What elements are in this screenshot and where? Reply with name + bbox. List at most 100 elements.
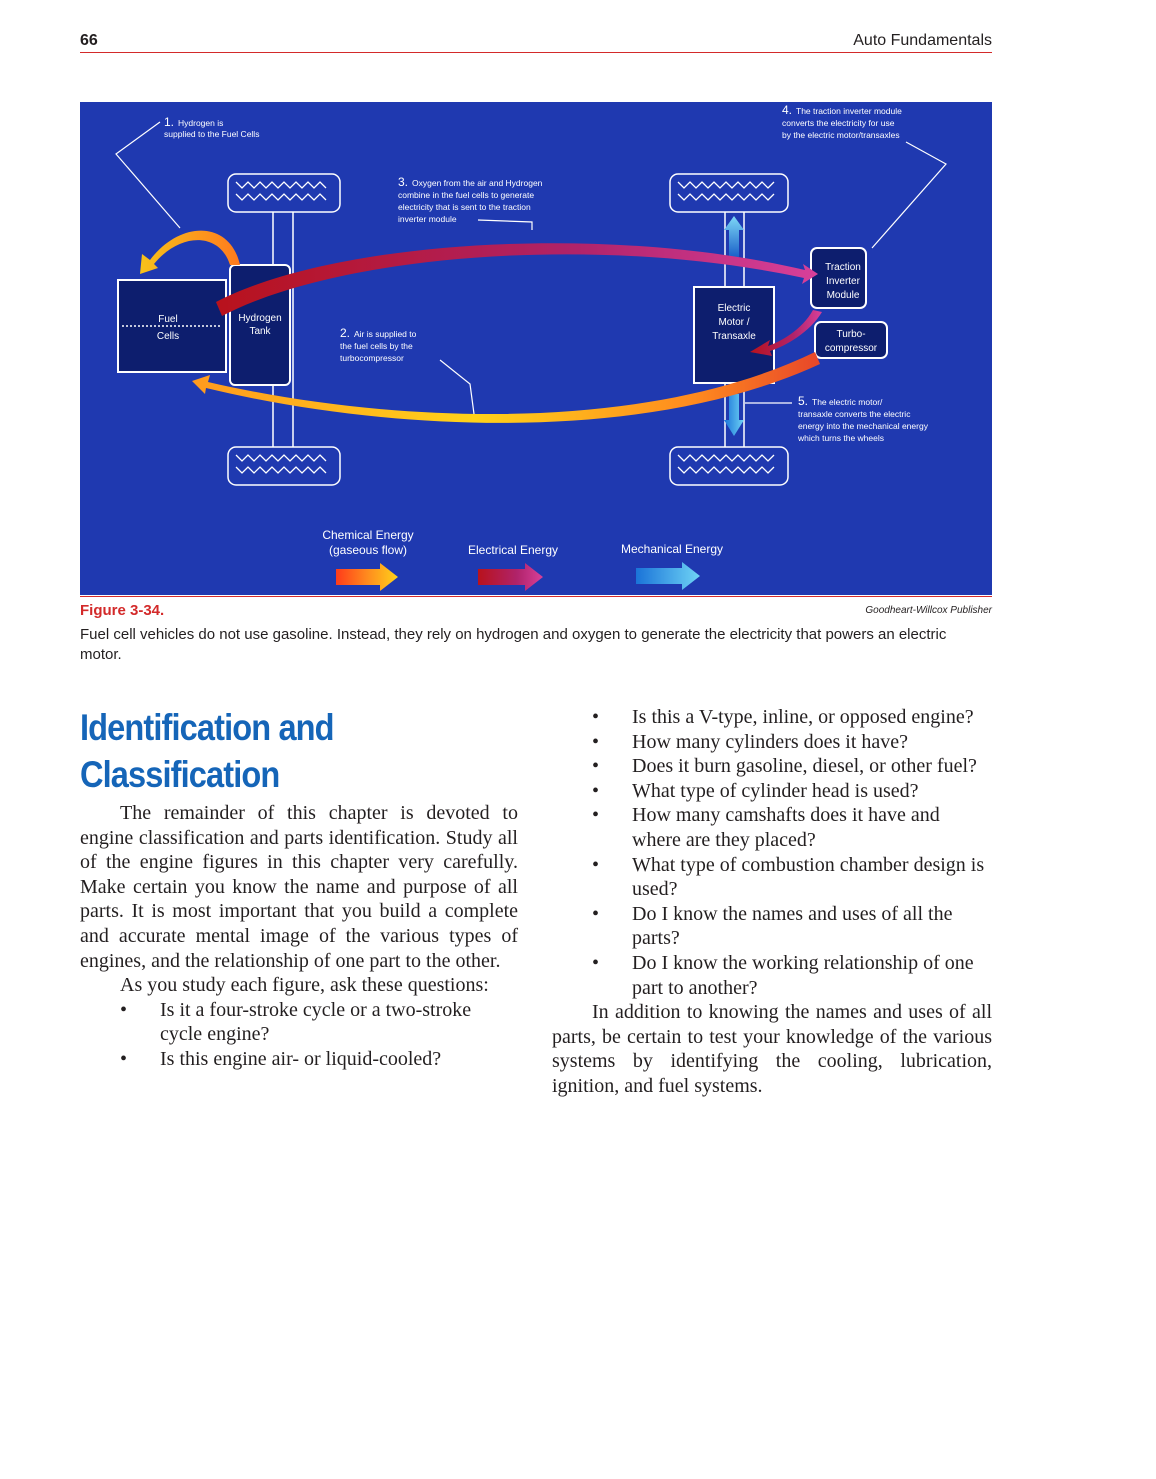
list-item: • Is this engine air- or liquid-cooled? bbox=[80, 1047, 518, 1072]
callout-2-line-1: Air is supplied to bbox=[354, 329, 417, 339]
legend-mechanical-label: Mechanical Energy bbox=[621, 542, 723, 556]
svg-text:1.: 1. bbox=[164, 115, 174, 129]
turbo-compressor-box bbox=[814, 321, 888, 359]
callout-5-line-1: The electric motor/ bbox=[812, 397, 883, 407]
callout-2-line-2: the fuel cells by the bbox=[340, 341, 413, 351]
hydrogen-tank-label-1: Hydrogen bbox=[238, 313, 281, 324]
bullet: • bbox=[592, 755, 600, 778]
electric-motor-label-2: Motor / bbox=[718, 317, 749, 328]
bullet: • bbox=[592, 951, 600, 974]
question-text: What type of cylinder head is used? bbox=[632, 779, 919, 802]
bullet: • bbox=[592, 853, 600, 876]
electric-motor-label-1: Electric bbox=[718, 303, 751, 314]
mechanical-arrow-up bbox=[724, 216, 744, 257]
callout-5: 5. The electric motor/ transaxle convert… bbox=[797, 394, 929, 443]
question-text: Does it burn gasoline, diesel, or other … bbox=[632, 755, 977, 778]
questions-list-right: • Is this a V-type, inline, or opposed en… bbox=[552, 705, 992, 1000]
questions-list-left: • Is it a four-stroke cycle or a two-stro… bbox=[80, 998, 518, 1072]
callout-4-line-2: converts the electricity for use bbox=[782, 118, 895, 128]
wheel-front-top bbox=[227, 173, 341, 213]
bullet: • bbox=[592, 804, 600, 827]
callout-5-line-4: which turns the wheels bbox=[797, 433, 884, 443]
wheel-front-bottom bbox=[227, 446, 341, 486]
hydrogen-flow-arrow bbox=[140, 230, 240, 274]
question-text: Is this engine air- or liquid-cooled? bbox=[160, 1047, 442, 1070]
list-item: • Do I know the names and uses of all the… bbox=[552, 902, 992, 951]
question-text: Do I know the names and uses of all the … bbox=[632, 902, 953, 950]
section-heading-line-1: Identification and bbox=[80, 707, 335, 748]
electric-motor-box bbox=[693, 286, 775, 384]
traction-inverter-label-1: Traction bbox=[825, 262, 861, 273]
page-header: 66 Auto Fundamentals bbox=[80, 30, 992, 53]
question-text: Is this a V-type, inline, or opposed eng… bbox=[632, 706, 974, 728]
callout-5-number: 5. bbox=[798, 394, 808, 408]
callout-3-number: 3. bbox=[398, 175, 408, 189]
callout-3-line-4: inverter module bbox=[398, 214, 457, 224]
question-text: Is it a four-stroke cycle or a two-strok… bbox=[160, 998, 472, 1046]
callout-2: 2. Air is supplied to the fuel cells by … bbox=[340, 326, 417, 363]
questions-intro: As you study each figure, ask these ques… bbox=[120, 974, 489, 997]
turbo-compressor-label-2: compressor bbox=[825, 343, 878, 354]
question-text: How many cylinders does it have? bbox=[632, 730, 909, 753]
electricity-to-motor-arrow bbox=[750, 310, 822, 356]
figure-number: Figure 3-34. bbox=[80, 602, 165, 619]
callout-4-number: 4. bbox=[782, 103, 792, 117]
list-item: • What type of cylinder head is used? bbox=[552, 779, 992, 804]
left-column: The remainder of this chapter is devoted… bbox=[80, 801, 518, 1072]
bullet: • bbox=[120, 998, 128, 1021]
list-item: • How many camshafts does it have and whe… bbox=[552, 803, 992, 852]
mechanical-arrow-down bbox=[724, 394, 744, 436]
callout-1: 1. Hydrogen is supplied to the Fuel Cell… bbox=[164, 115, 259, 139]
question-text: How many camshafts does it have and wher… bbox=[632, 804, 940, 851]
intro-paragraph: The remainder of this chapter is devoted… bbox=[80, 802, 518, 972]
fuel-cell-diagram: Fuel Cells Hydrogen Tank Electric Motor … bbox=[80, 102, 992, 595]
callout-4-line-1: The traction inverter module bbox=[796, 106, 902, 116]
question-text: What type of combustion chamber design i… bbox=[632, 853, 985, 901]
turbo-compressor-label-1: Turbo- bbox=[836, 329, 865, 340]
legend-electrical-arrow bbox=[478, 563, 543, 591]
electric-motor-label-3: Transaxle bbox=[712, 331, 756, 342]
right-column: • Is this a V-type, inline, or opposed en… bbox=[552, 705, 992, 1099]
callout-3-line-2: combine in the fuel cells to generate bbox=[398, 190, 534, 200]
wheel-rear-top bbox=[669, 173, 789, 213]
bullet: • bbox=[592, 706, 600, 728]
section-heading: Identification and Classification bbox=[80, 704, 485, 798]
callout-leaders bbox=[115, 121, 947, 415]
figure-caption: Fuel cell vehicles do not use gasoline. … bbox=[80, 626, 947, 663]
callout-5-line-3: energy into the mechanical energy bbox=[798, 421, 929, 431]
callout-2-number: 2. bbox=[340, 326, 350, 340]
bullet: • bbox=[592, 779, 600, 802]
caption-rule bbox=[80, 596, 992, 597]
diagram-svg: Fuel Cells Hydrogen Tank Electric Motor … bbox=[115, 103, 947, 591]
legend-chemical-arrow bbox=[336, 563, 398, 591]
air-supply-arrow bbox=[192, 352, 820, 423]
callout-2-line-3: turbocompressor bbox=[340, 353, 404, 363]
callout-1-line-1: Hydrogen is bbox=[178, 118, 223, 128]
legend-electrical-label: Electrical Energy bbox=[468, 543, 558, 557]
bullet: • bbox=[592, 902, 600, 925]
bullet: • bbox=[592, 730, 600, 753]
question-text: Do I know the working relationship of on… bbox=[632, 951, 974, 999]
page-number: 66 bbox=[80, 32, 98, 49]
fuel-cells-label-1: Fuel bbox=[158, 314, 177, 325]
hydrogen-tank-label-2: Tank bbox=[249, 326, 271, 337]
traction-inverter-label-3: Module bbox=[827, 290, 860, 301]
wheel-rear-bottom bbox=[669, 446, 789, 486]
list-item: • Does it burn gasoline, diesel, or other… bbox=[552, 754, 992, 779]
legend-chemical-label-2: (gaseous flow) bbox=[329, 543, 407, 557]
callout-1-number: 1. bbox=[164, 115, 174, 129]
list-item: • Do I know the working relationship of o… bbox=[552, 951, 992, 1000]
callout-3: 3. Oxygen from the air and Hydrogen comb… bbox=[398, 175, 543, 224]
running-title: Auto Fundamentals bbox=[853, 32, 992, 49]
legend-chemical-label-1: Chemical Energy bbox=[322, 528, 413, 542]
list-item: • Is this a V-type, inline, or opposed en… bbox=[552, 705, 992, 730]
callout-1-line-2: supplied to the Fuel Cells bbox=[164, 129, 259, 139]
closing-paragraph: In addition to knowing the names and use… bbox=[552, 1001, 992, 1097]
callout-5-line-2: transaxle converts the electric bbox=[798, 409, 911, 419]
section-heading-line-2: Classification bbox=[80, 754, 280, 795]
list-item: • Is it a four-stroke cycle or a two-stro… bbox=[80, 998, 518, 1047]
bullet: • bbox=[120, 1047, 128, 1070]
legend: Chemical Energy (gaseous flow) Electrica… bbox=[322, 528, 723, 591]
callout-4: 4. The traction inverter module converts… bbox=[782, 103, 902, 140]
callout-4-line-3: by the electric motor/transaxles bbox=[782, 130, 900, 140]
